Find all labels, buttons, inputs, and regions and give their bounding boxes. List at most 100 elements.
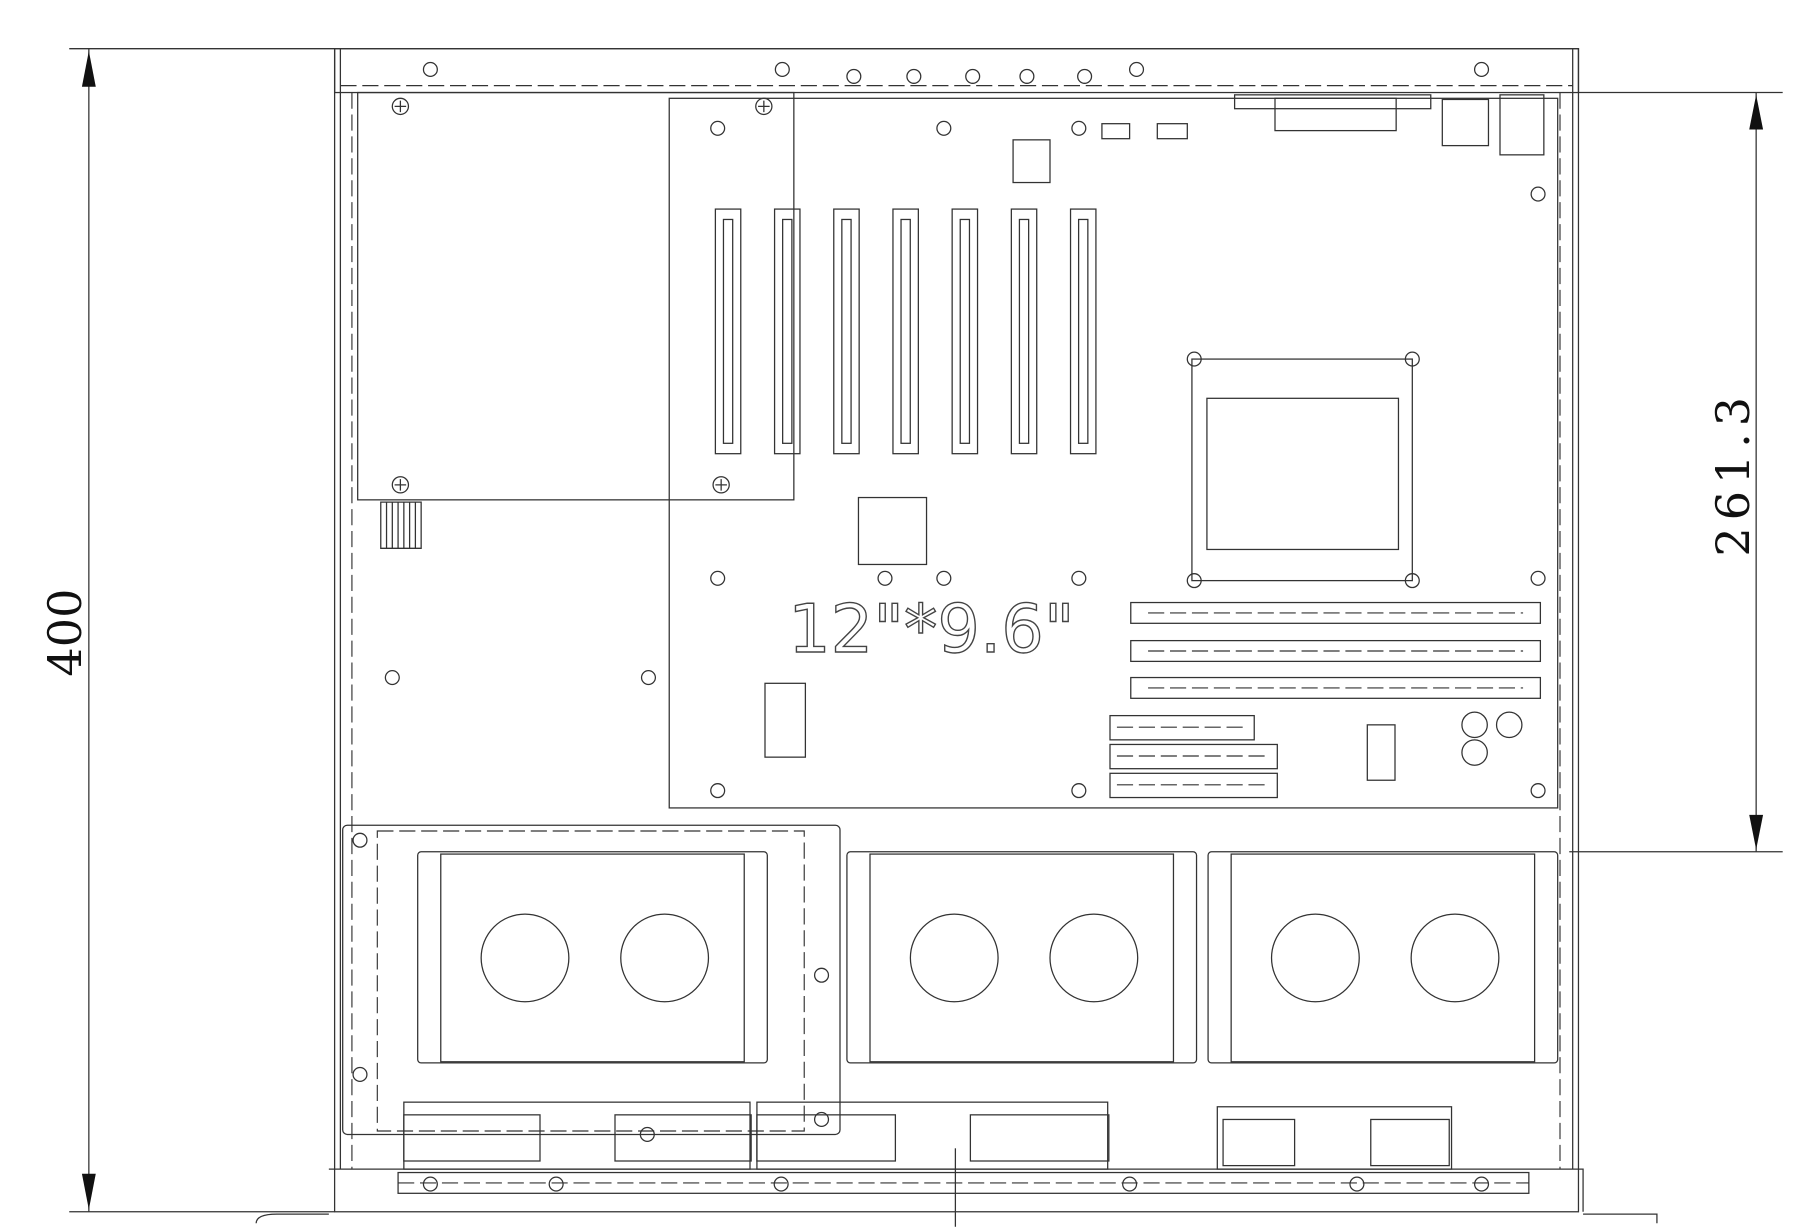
drive-bay-frame <box>1207 851 1559 1064</box>
screw-icon <box>1186 351 1202 367</box>
cross-icon <box>758 100 770 113</box>
screw-icon <box>1349 1176 1365 1192</box>
screw-icon <box>1473 61 1490 78</box>
chipset <box>857 496 928 566</box>
screw-icon <box>548 1176 564 1192</box>
screw-icon <box>965 68 981 84</box>
pci-slot-contact <box>959 218 971 444</box>
dimm-slots <box>1130 601 1542 699</box>
ide-header <box>1109 714 1255 741</box>
chip <box>1012 139 1051 184</box>
screw-icon <box>877 570 893 586</box>
screw-icon <box>774 61 790 78</box>
drive-tray <box>869 853 1175 1063</box>
screw-icon <box>1461 739 1488 766</box>
screw-icon <box>391 97 410 116</box>
pci-slot <box>714 208 742 455</box>
arrow-up-icon <box>81 51 96 87</box>
pci-slot-contact <box>722 218 734 444</box>
dimm-slot <box>1130 601 1542 624</box>
screw-icon <box>1495 711 1523 739</box>
ide-headers <box>1109 714 1278 799</box>
fan-circle <box>1049 913 1139 1003</box>
screw-icon <box>1122 1176 1138 1192</box>
power-supply <box>357 91 795 549</box>
dimension-label-261-3: 261.3 <box>1706 390 1760 557</box>
pci-slot <box>833 208 860 455</box>
pci-slot-contact <box>782 218 793 444</box>
dimm-slot <box>1130 676 1542 699</box>
front-panel-parts <box>403 1101 1453 1170</box>
drive-bay-frame <box>417 851 768 1064</box>
screw-icon <box>710 783 726 799</box>
drive-tray <box>440 853 745 1063</box>
screw-icon <box>1128 61 1145 78</box>
fan-circle <box>909 913 999 1003</box>
screw-icon <box>813 1111 830 1128</box>
cpu-heatsink <box>1206 397 1400 551</box>
screw-icon <box>1530 186 1546 202</box>
screw-icon <box>710 120 726 136</box>
pci-slot <box>1069 208 1097 455</box>
fan-circle <box>620 913 710 1003</box>
board-size-label: 12"*9.6" <box>788 590 1075 668</box>
arrow-down-icon <box>1749 814 1764 850</box>
pci-slot-contact <box>900 218 911 444</box>
screw-icon <box>1530 570 1546 586</box>
screw-icon <box>1077 68 1093 84</box>
ide-header <box>1109 743 1278 770</box>
screw-icon <box>773 1176 789 1192</box>
screw-icon <box>1404 573 1420 589</box>
dimension-261-3: 261.3 <box>1569 91 1783 853</box>
screw-icon <box>352 1066 368 1083</box>
screw-icon <box>352 832 368 848</box>
arrow-down-icon <box>81 1173 96 1210</box>
screw-icon <box>384 669 400 686</box>
pci-slots <box>714 208 1097 455</box>
screw-icon <box>639 1126 655 1143</box>
cross-icon <box>715 479 727 491</box>
dimension-400: 400 <box>38 48 335 1213</box>
screw-icon <box>813 967 830 983</box>
screw-icon <box>1461 711 1488 739</box>
screw-icon <box>906 68 922 84</box>
fan-circle <box>480 913 570 1003</box>
pci-slot <box>951 208 979 455</box>
drive-bay <box>1207 851 1559 1064</box>
screw-icon <box>712 476 730 494</box>
screw-icon <box>936 120 952 136</box>
screw-icon <box>1186 573 1202 589</box>
screw-icon <box>710 570 726 586</box>
chip <box>764 682 807 758</box>
pci-slot-contact <box>1077 218 1089 444</box>
pci-slot <box>773 208 801 455</box>
drive-cage <box>342 824 1559 1136</box>
screw-icon <box>936 570 952 586</box>
cross-icon <box>394 100 407 113</box>
screw-icon <box>1071 120 1087 136</box>
fan-circle <box>1410 913 1500 1003</box>
screw-icon <box>1071 783 1087 799</box>
screw-icon <box>846 68 862 84</box>
screw-icon <box>1071 570 1087 586</box>
dimension-label-400: 400 <box>38 588 92 676</box>
screw-icon <box>640 669 657 686</box>
cross-icon <box>394 479 407 491</box>
screw-icon <box>422 1176 438 1192</box>
arrow-up-icon <box>1749 94 1764 130</box>
screws <box>352 61 1546 1192</box>
ide-header <box>1109 772 1278 799</box>
dimm-slot <box>1130 639 1542 663</box>
drive-bay <box>846 851 1198 1064</box>
screw-icon <box>1404 351 1420 367</box>
pci-slot-contact <box>1018 218 1030 444</box>
chassis <box>255 48 1658 1227</box>
drive-tray <box>1230 853 1536 1063</box>
screw-icon <box>755 97 773 116</box>
screw-icon <box>1019 68 1035 84</box>
pci-slot-contact <box>841 218 852 444</box>
drive-bay <box>417 851 768 1064</box>
cpu-socket <box>1191 358 1413 582</box>
screw-icon <box>391 476 410 494</box>
